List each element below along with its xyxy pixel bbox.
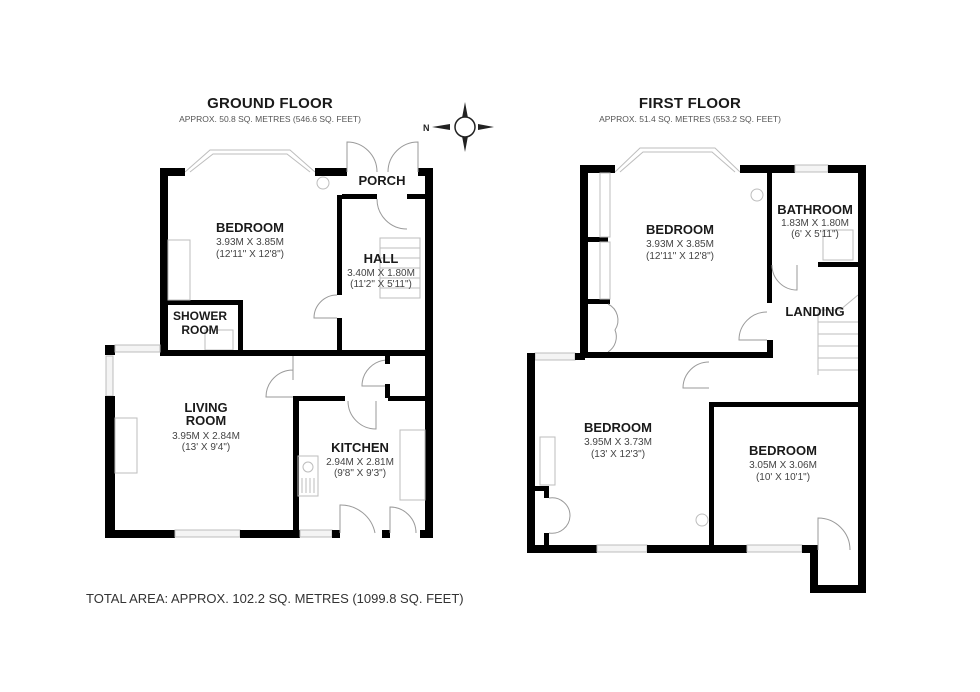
room-dim-metric: 2.94M X 2.81M	[326, 457, 394, 468]
compass-north-label: N	[423, 123, 430, 133]
ground-floor-area: APPROX. 50.8 SQ. METRES (546.6 SQ. FEET)	[179, 114, 361, 124]
room-dim-imperial: (11'2" X 5'11")	[350, 279, 412, 290]
first-floor-plan: BEDROOM 3.93M X 3.85M (12'11" X 12'8") B…	[527, 147, 866, 593]
room-label-porch: PORCH	[359, 173, 406, 188]
room-dim-metric: 3.05M X 3.06M	[749, 460, 817, 471]
compass-icon: N	[423, 102, 494, 152]
room-label-living-room: LIVING	[184, 400, 227, 415]
room-dim-metric: 1.83M X 1.80M	[781, 218, 849, 229]
room-dim-metric: 3.95M X 3.73M	[584, 437, 652, 448]
room-dim-imperial: (13' X 9'4")	[182, 442, 231, 453]
room-dim-imperial: (6' X 5'11")	[791, 229, 839, 240]
room-dim-metric: 3.95M X 2.84M	[172, 431, 240, 442]
ground-floor-plan: BEDROOM 3.93M X 3.85M (12'11" X 12'8") P…	[105, 141, 433, 538]
total-area: TOTAL AREA: APPROX. 102.2 SQ. METRES (10…	[86, 591, 464, 606]
first-floor-title: FIRST FLOOR	[638, 95, 742, 112]
room-label-bathroom: BATHROOM	[777, 202, 853, 217]
room-dim-metric: 3.93M X 3.85M	[646, 239, 714, 250]
room-label-first-bedroom-3: BEDROOM	[749, 443, 817, 458]
room-label-hall: HALL	[364, 251, 399, 266]
room-dim-metric: 3.93M X 3.85M	[216, 237, 284, 248]
room-label-shower-room-line2: ROOM	[181, 323, 218, 337]
ground-floor-title: GROUND FLOOR	[207, 95, 333, 112]
room-label-ground-bedroom: BEDROOM	[216, 220, 284, 235]
room-label-kitchen: KITCHEN	[331, 440, 389, 455]
room-label-first-bedroom-1: BEDROOM	[646, 222, 714, 237]
first-floor-area: APPROX. 51.4 SQ. METRES (553.2 SQ. FEET)	[599, 114, 781, 124]
room-label-shower-room: SHOWER	[173, 309, 227, 323]
room-label-living-room-line2: ROOM	[186, 413, 226, 428]
room-dim-imperial: (12'11" X 12'8")	[216, 249, 284, 260]
room-dim-imperial: (9'8" X 9'3")	[334, 468, 386, 479]
room-dim-imperial: (13' X 12'3")	[591, 449, 645, 460]
room-dim-metric: 3.40M X 1.80M	[347, 268, 415, 279]
room-label-landing: LANDING	[785, 304, 844, 319]
room-dim-imperial: (10' X 10'1")	[756, 472, 810, 483]
room-dim-imperial: (12'11" X 12'8")	[646, 251, 714, 262]
room-label-first-bedroom-2: BEDROOM	[584, 420, 652, 435]
